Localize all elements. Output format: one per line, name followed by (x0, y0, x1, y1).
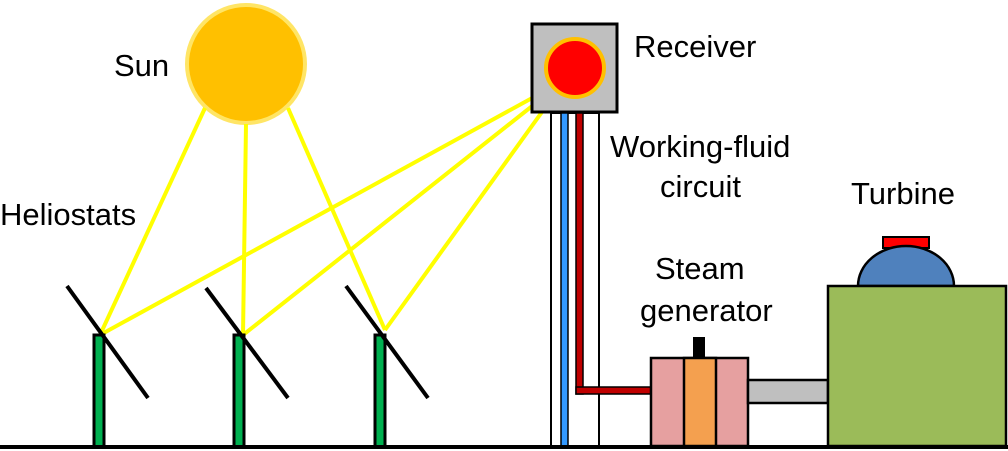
sun-ray-1 (98, 107, 207, 336)
heliostat-post (232, 333, 246, 449)
tower (550, 112, 653, 448)
receiver-icon (530, 22, 619, 114)
sun-label: Sun (114, 48, 169, 83)
reflected-ray-2 (241, 78, 567, 337)
turbine-label: Turbine (851, 176, 955, 211)
mirror-icon (204, 286, 290, 400)
reflected-rays (99, 78, 567, 337)
heliostat-3 (344, 284, 430, 449)
heliostats-label: Heliostats (0, 197, 136, 232)
turbine-dome (856, 244, 956, 288)
sun-icon (185, 3, 307, 125)
receiver-label: Receiver (634, 29, 756, 64)
sun-ray-3 (286, 107, 387, 331)
turbine-icon (826, 236, 1008, 448)
sun-rays (98, 107, 387, 336)
circuit-label-line1: Working-fluid (610, 129, 790, 164)
shaft (746, 378, 830, 405)
receiver-hotspot (544, 37, 606, 99)
steam-gen-core (682, 356, 718, 448)
mirror-icon (344, 284, 430, 400)
steam-gen-stem (693, 337, 705, 359)
steam-generator (649, 337, 750, 448)
mirror-icon (65, 284, 150, 400)
heliostat-post (373, 333, 387, 449)
sun-ray-2 (241, 123, 248, 336)
turbine-body (826, 284, 1008, 448)
heliostat-1 (65, 284, 150, 449)
tower-body (550, 112, 600, 448)
circuit-label-line2: circuit (660, 169, 741, 204)
hot-pipe-horizontal (575, 386, 653, 395)
reflected-ray-1 (99, 78, 566, 337)
hot-pipe-vertical (575, 112, 584, 395)
cold-pipe (560, 112, 569, 448)
steam-label-line1: Steam (655, 251, 745, 286)
steam-label-line2: generator (640, 293, 773, 328)
heliostat-2 (204, 286, 290, 449)
heliostat-post (92, 333, 106, 449)
reflected-ray-3 (383, 78, 567, 332)
